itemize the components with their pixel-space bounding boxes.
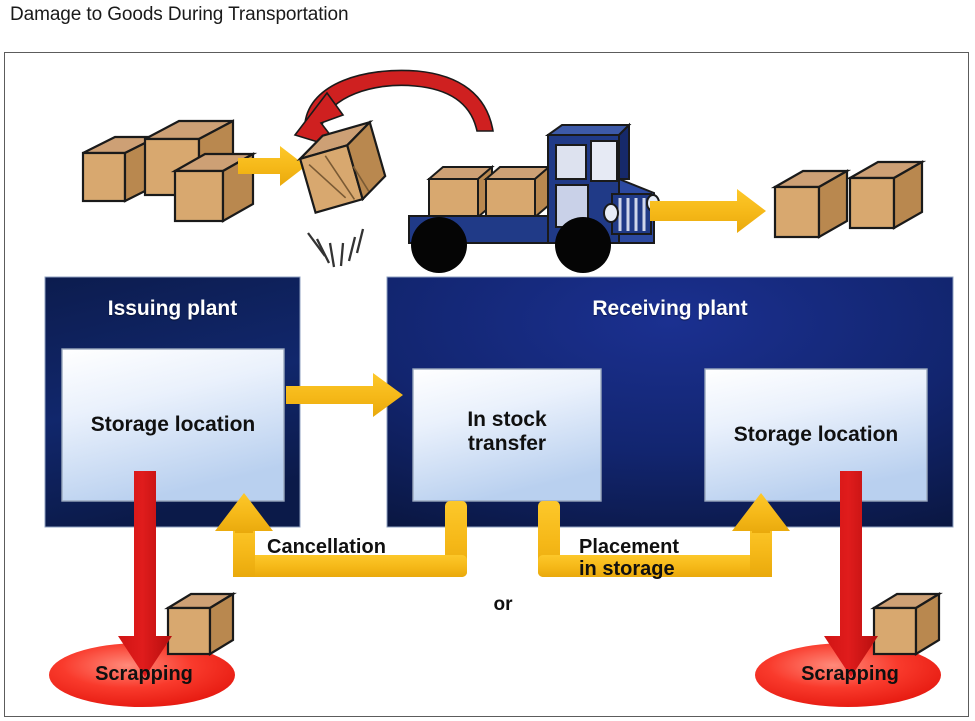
issuing-storage-box bbox=[61, 348, 285, 502]
right-cartons-icon bbox=[770, 160, 927, 239]
scrapping-right-group bbox=[755, 471, 943, 707]
scrapping-left-arrow-icon bbox=[118, 471, 172, 677]
scrapping-right-ellipse bbox=[755, 643, 941, 707]
transfer-arrow-icon bbox=[286, 373, 403, 417]
placement-arrow-icon bbox=[538, 493, 790, 577]
damage-curved-arrow-icon bbox=[293, 69, 494, 151]
diagram-frame: Issuing plant Receiving plant Storage lo… bbox=[4, 52, 969, 717]
scrap-right-carton-icon bbox=[870, 592, 943, 656]
left-cartons-icon bbox=[81, 119, 258, 223]
flow-arrow-2-icon bbox=[650, 189, 766, 233]
damaged-box-icon bbox=[296, 120, 387, 268]
scrapping-right-arrow-icon bbox=[824, 471, 878, 677]
cancellation-arrow-icon bbox=[215, 493, 467, 577]
diagram-canvas bbox=[44, 69, 954, 707]
delivery-truck-icon bbox=[408, 122, 660, 273]
in-stock-transfer-box bbox=[412, 368, 602, 502]
scrapping-left-ellipse bbox=[49, 643, 235, 707]
scrapping-left-group bbox=[49, 471, 237, 707]
scrap-left-carton-icon bbox=[164, 592, 237, 656]
flow-arrow-1-icon bbox=[238, 146, 306, 186]
page-title: Damage to Goods During Transportation bbox=[10, 4, 349, 25]
receiving-storage-box bbox=[704, 368, 928, 502]
